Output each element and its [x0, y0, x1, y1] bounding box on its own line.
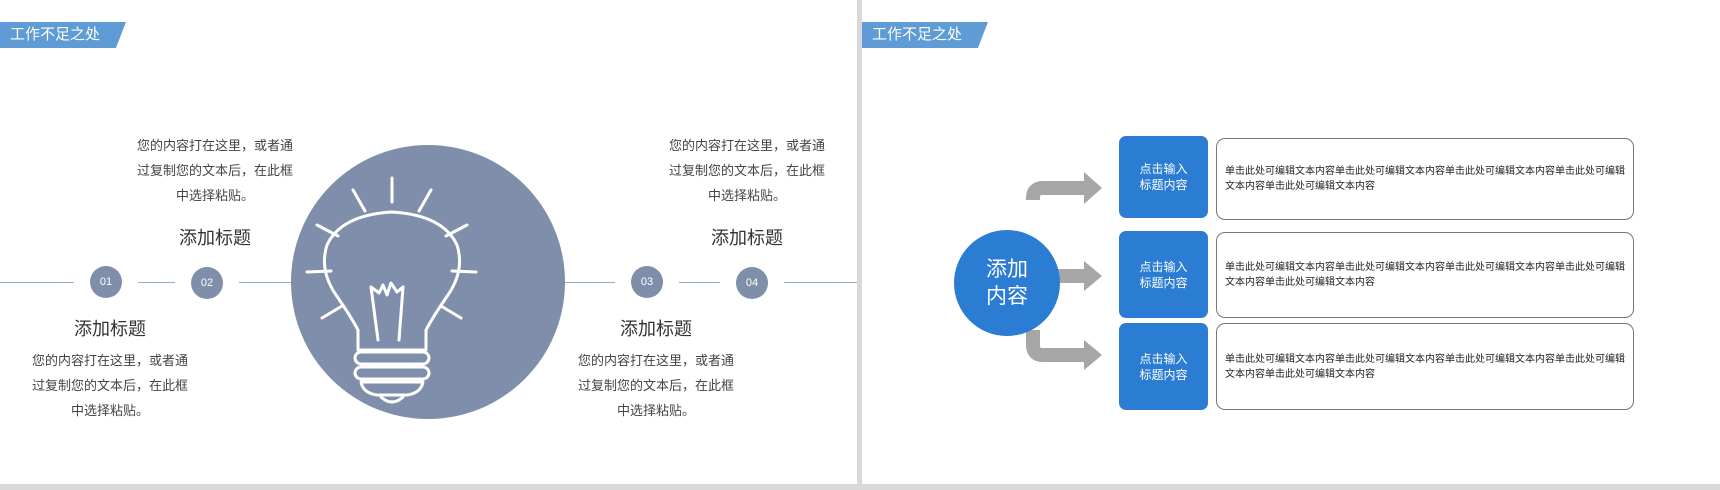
block-3-title: 添加标题: [620, 319, 692, 339]
label-line: 标题内容: [1139, 178, 1188, 192]
text-block-4: 您的内容打在这里，或者通 过复制您的文本后，在此框 中选择粘贴。: [647, 133, 847, 208]
row-3-label[interactable]: 点击输入标题内容: [1119, 323, 1208, 410]
label-line: 标题内容: [1139, 275, 1188, 290]
slide-1: 工作不足之处 01 02 03 04 您的内容打在这里，或者通 过复制您的文本后…: [0, 0, 857, 484]
text-line: 过复制您的文本后，在此框: [31, 378, 188, 393]
step-02: 02: [191, 267, 223, 299]
text-line: 中选择粘贴。: [70, 403, 149, 418]
arrow-head: [1084, 340, 1102, 370]
timeline-line: [138, 282, 175, 283]
row-3-text[interactable]: 单击此处可编辑文本内容单击此处可编辑文本内容单击此处可编辑文本内容单击此处可编辑…: [1216, 323, 1634, 410]
timeline-line: [0, 282, 74, 283]
row-2-label[interactable]: 点击输入标题内容: [1119, 231, 1208, 318]
text-line: 您的内容打在这里，或者通: [668, 138, 825, 153]
text-line: 中选择粘贴。: [616, 403, 695, 418]
text-line: 您的内容打在这里，或者通: [577, 353, 734, 368]
text-block-3: 您的内容打在这里，或者通 过复制您的文本后，在此框 中选择粘贴。: [556, 348, 756, 423]
arrow-head: [1084, 172, 1102, 204]
block-2-title: 添加标题: [179, 228, 251, 248]
row-2-text[interactable]: 单击此处可编辑文本内容单击此处可编辑文本内容单击此处可编辑文本内容单击此处可编辑…: [1216, 232, 1634, 318]
block-4-title: 添加标题: [711, 228, 783, 248]
lightbulb-circle: [291, 145, 565, 419]
text-line: 过复制您的文本后，在此框: [136, 163, 293, 178]
row-1-label[interactable]: 点击输入标题内容: [1119, 136, 1208, 218]
text-line: 中选择粘贴。: [707, 188, 786, 203]
arrow-bottom: [1026, 330, 1086, 362]
timeline-line: [239, 282, 299, 283]
label-line: 标题内容: [1139, 367, 1188, 382]
lightbulb-icon: [305, 176, 478, 404]
arrow-top: [1026, 181, 1086, 200]
text-line: 中选择粘贴。: [175, 188, 254, 203]
text-line: 过复制您的文本后，在此框: [577, 378, 734, 393]
timeline-line: [784, 282, 857, 283]
block-1-title: 添加标题: [74, 319, 146, 339]
section-tag: 工作不足之处: [862, 22, 988, 48]
label-line: 点击输入: [1139, 162, 1188, 176]
step-03: 03: [631, 266, 663, 298]
step-04: 04: [736, 267, 768, 299]
timeline-line: [560, 282, 615, 283]
text-line: 您的内容打在这里，或者通: [31, 353, 188, 368]
text-line: 您的内容打在这里，或者通: [136, 138, 293, 153]
section-tag: 工作不足之处: [0, 22, 126, 48]
hub-line: 内容: [986, 285, 1028, 308]
timeline-line: [679, 282, 720, 283]
row-1-text[interactable]: 单击此处可编辑文本内容单击此处可编辑文本内容单击此处可编辑文本内容单击此处可编辑…: [1216, 138, 1634, 220]
text-block-2: 您的内容打在这里，或者通 过复制您的文本后，在此框 中选择粘贴。: [115, 133, 315, 208]
text-line: 过复制您的文本后，在此框: [668, 163, 825, 178]
hub-line: 添加: [986, 258, 1028, 281]
arrow-head: [1084, 261, 1102, 291]
step-01: 01: [90, 266, 122, 298]
slide-2: 工作不足之处 添加内容 点击输入标题内容 单击此处可编辑文本内容单击此处可编辑文…: [862, 0, 1720, 484]
text-block-1: 您的内容打在这里，或者通 过复制您的文本后，在此框 中选择粘贴。: [10, 348, 210, 423]
label-line: 点击输入: [1139, 259, 1188, 274]
label-line: 点击输入: [1139, 351, 1188, 366]
hub-circle: 添加内容: [954, 230, 1060, 336]
